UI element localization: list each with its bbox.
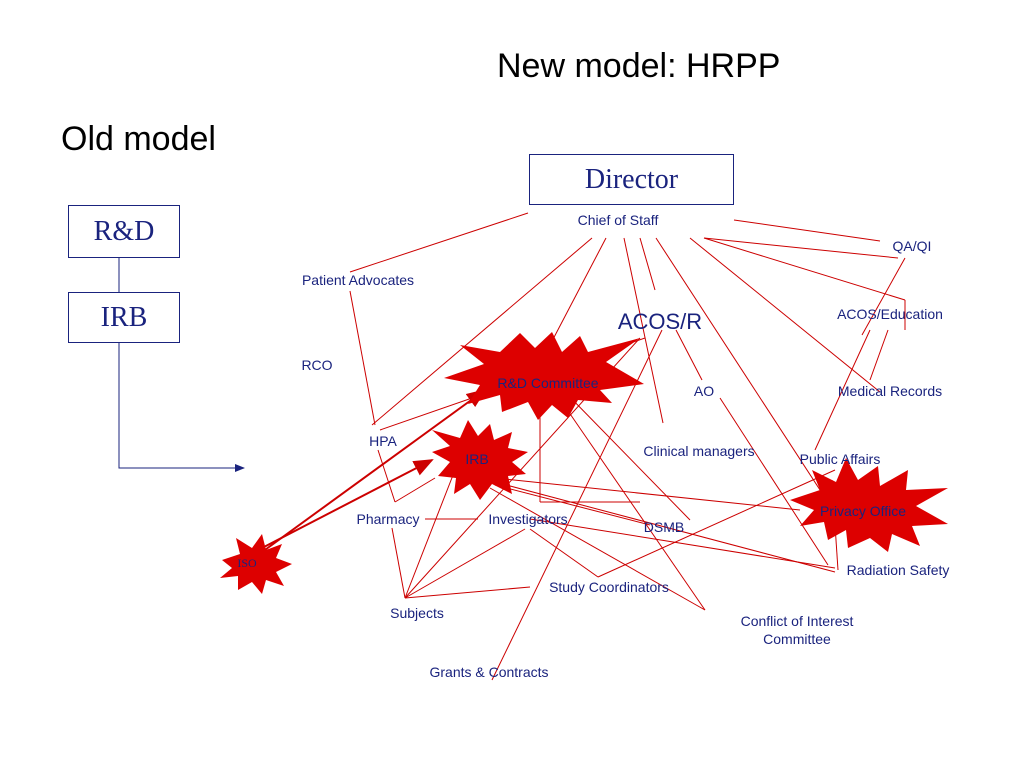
new-model-title: New model: HRPP: [497, 47, 781, 85]
director-box: Director: [529, 154, 734, 205]
privacy-office-starburst: [790, 458, 948, 552]
subjects-label: Subjects: [390, 605, 444, 621]
investigators-label: Investigators: [488, 511, 568, 527]
acos-r-label: ACOS/R: [617, 309, 703, 334]
irb-node-label: IRB: [465, 451, 489, 467]
conflict-of-interest-label-line1: Conflict of Interest: [740, 613, 854, 629]
radiation-safety-label: Radiation Safety: [846, 562, 950, 578]
conflict-of-interest-label-line2: Committee: [763, 631, 831, 647]
qa-qi-label: QA/QI: [892, 238, 932, 254]
grants-contracts-label: Grants & Contracts: [429, 664, 549, 680]
rd-committee-starburst: [444, 332, 644, 420]
old-model-title: Old model: [61, 120, 216, 158]
patient-advocates-label: Patient Advocates: [301, 272, 415, 288]
public-affairs-label: Public Affairs: [799, 451, 881, 467]
clinical-managers-label: Clinical managers: [643, 443, 755, 459]
iso-arrows: [257, 388, 487, 556]
hrpp-connectors: [349, 212, 906, 681]
chief-of-staff-label: Chief of Staff: [577, 212, 659, 228]
iso-starburst: [220, 534, 292, 594]
ao-label: AO: [693, 383, 715, 399]
old-irb-box: IRB: [68, 292, 180, 343]
irb-starburst: [432, 420, 528, 500]
old-model-connectors: [118, 258, 245, 472]
acos-education-label: ACOS/Education: [837, 306, 943, 322]
hpa-label: HPA: [369, 433, 397, 449]
medical-records-label: Medical Records: [837, 383, 943, 399]
rco-label: RCO: [301, 357, 333, 373]
dsmb-label: DSMB: [643, 519, 685, 535]
starbursts: [220, 332, 948, 594]
iso-label: ISO: [237, 556, 257, 570]
pharmacy-label: Pharmacy: [356, 511, 420, 527]
study-coordinators-label: Study Coordinators: [549, 579, 669, 595]
rd-committee-label: R&D Committee: [497, 375, 599, 391]
old-rd-box: R&D: [68, 205, 180, 258]
privacy-office-label: Privacy Office: [819, 503, 907, 519]
